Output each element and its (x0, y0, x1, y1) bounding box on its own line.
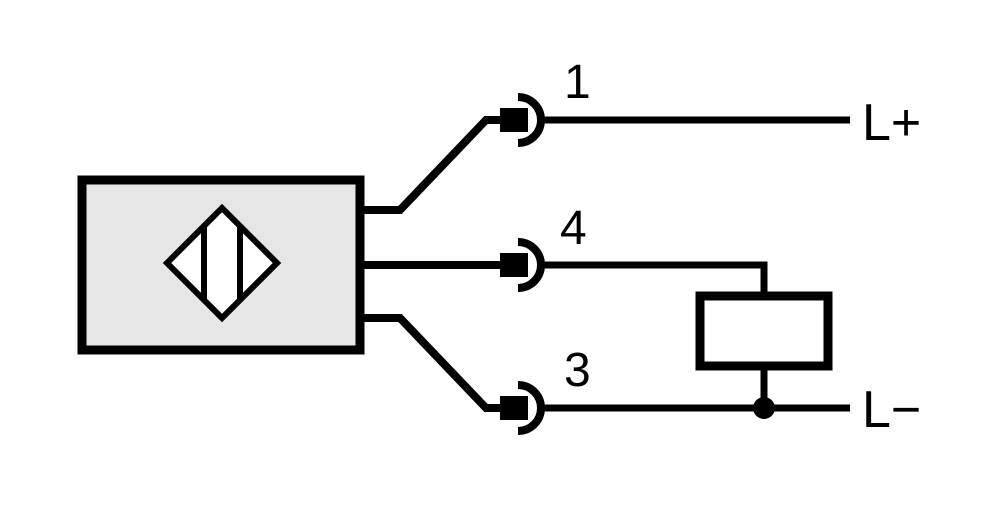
supply-label-positive: L+ (862, 94, 921, 152)
pin-label-1: 1 (564, 56, 591, 109)
connector-socket-icon (500, 253, 528, 277)
connector-pin-3 (500, 381, 545, 435)
load-resistor-icon (695, 291, 833, 371)
wire-pin-3 (360, 314, 500, 412)
pin-label-3: 3 (564, 344, 591, 397)
wire-pin-1 (360, 116, 500, 214)
connector-pin-1 (500, 93, 545, 147)
connector-socket-icon (500, 396, 528, 420)
inductive-sensor-diamond-icon (162, 203, 282, 323)
junction-dot-icon (753, 397, 775, 419)
pin-label-4: 4 (560, 202, 587, 255)
connector-socket-icon (500, 108, 528, 132)
supply-label-negative: L− (862, 381, 921, 439)
line-output-to-load (543, 261, 768, 296)
sensor-wires (360, 116, 500, 412)
sensor-body (77, 175, 365, 355)
connector-pin-4 (500, 238, 545, 292)
